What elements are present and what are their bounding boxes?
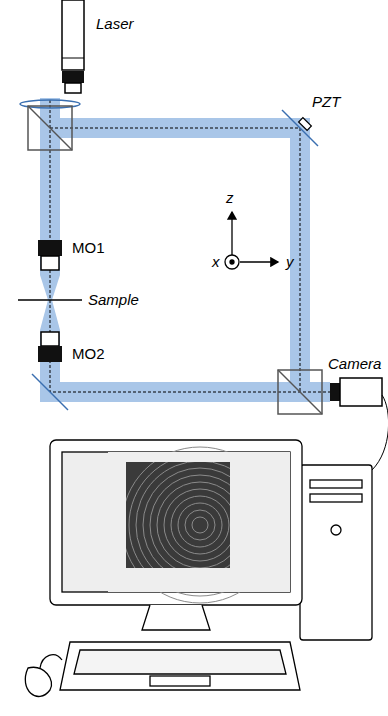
coupler: [62, 71, 84, 83]
part-label: PZT: [312, 94, 340, 111]
camera-lens: [330, 383, 340, 401]
objective: [38, 240, 62, 256]
camera-body: [340, 378, 382, 406]
laser-tube: [62, 0, 84, 70]
hologram-image: [108, 447, 290, 603]
pzt: [299, 118, 312, 131]
part-label: MO1: [72, 240, 105, 257]
part-label: z: [226, 190, 234, 207]
part-label: Laser: [96, 16, 134, 33]
beam-axis: [50, 100, 330, 392]
part-label: Camera: [328, 356, 381, 373]
computer: [25, 440, 372, 696]
mirror: [282, 110, 318, 146]
beam-splitter: [28, 106, 72, 150]
sample-slide: [18, 299, 82, 301]
cable: [372, 395, 388, 470]
objective: [41, 332, 59, 346]
axes: [225, 212, 278, 269]
beam-splitter: [278, 370, 322, 414]
part-label: MO2: [72, 346, 105, 363]
beam: [40, 98, 330, 402]
part-label: Sample: [88, 292, 139, 309]
part-label: x: [212, 254, 220, 271]
part-label: y: [286, 254, 294, 271]
mirror: [32, 374, 68, 410]
